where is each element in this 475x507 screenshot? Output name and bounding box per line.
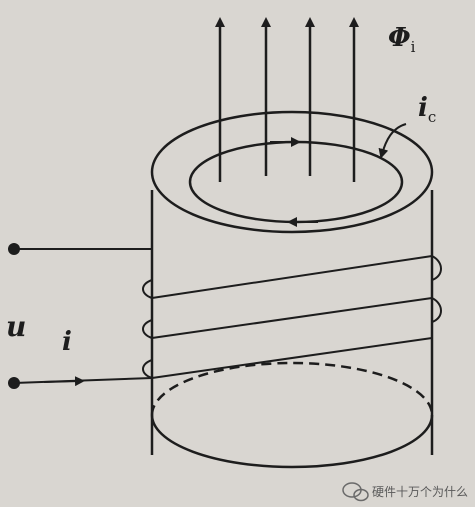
cylinder-bottom-front: [150, 414, 434, 469]
current-arrow: [43, 376, 85, 387]
eddy-current-label: ic: [418, 93, 436, 126]
flux-label: Φi: [388, 23, 416, 56]
watermark: 硬件十万个为什么: [342, 482, 468, 502]
cylinder-top-outer: [150, 110, 434, 234]
lead-wire-lower: [13, 377, 153, 384]
cylinder-bottom-back: [150, 361, 434, 416]
coil-winding: [142, 255, 442, 379]
current-label: i: [62, 327, 72, 357]
eddy-current-loop: [188, 140, 404, 224]
voltage-label: u: [6, 310, 26, 343]
wechat-icon: [342, 482, 369, 502]
watermark-text: 硬件十万个为什么: [372, 485, 468, 499]
eddy-label-pointer: [378, 123, 407, 159]
